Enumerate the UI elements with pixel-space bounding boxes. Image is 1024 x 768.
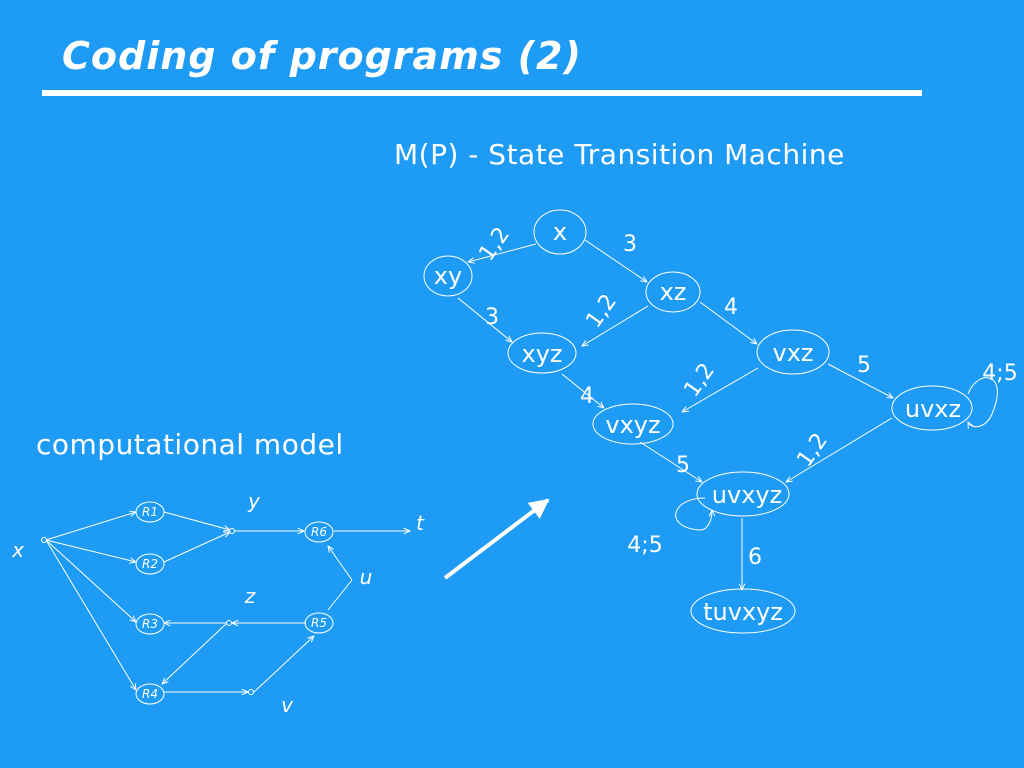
var-t: t [416,511,425,535]
edge-label-vxz-vxyz: 1,2 [679,359,720,402]
state-vxz: vxz [772,339,813,367]
edge-label-uvxz-uvxyz: 1,2 [792,429,833,472]
loop-uvxz [968,377,998,427]
state-xyz-node [507,332,577,374]
edge-label-uvxyz-tuvxyz: 6 [748,545,762,570]
edge-xz-xyz [582,305,649,346]
edge-x-xz [584,239,647,282]
node-r6 [304,521,334,543]
var-u: u [360,565,373,589]
node-r5 [304,612,334,634]
edge-vxz-uvxz [827,363,893,398]
edge-x-r2 [45,539,136,562]
state-vxyz-node [592,403,674,445]
state-tuvxyz-node [690,588,796,634]
big-arrow-icon [443,498,550,580]
computational-model-network [41,501,411,705]
edge-x-r1 [45,512,136,541]
state-xy-node [423,255,473,297]
node-r3-label: R3 [142,617,158,631]
node-r2-label: R2 [142,557,158,571]
title-underline [42,90,922,96]
edge-xyz-vxyz [561,373,604,408]
edge-x-xy [468,243,537,262]
var-z: z [244,584,256,608]
edge-label-xyz-vxyz: 4 [580,384,594,409]
state-uvxyz: uvxyz [712,481,782,509]
state-uvxz-node [891,385,973,431]
edge-uvxz-uvxyz [786,417,893,482]
state-uvxz: uvxz [905,395,961,423]
state-xy: xy [434,262,462,290]
var-x: x [11,538,24,562]
junction-z [226,620,232,626]
state-xyz: xyz [521,340,562,368]
edge-vxz-vxyz [682,367,759,412]
state-transition-machine [423,209,998,634]
state-xz-node [645,271,701,313]
diagram-subtitle: M(P) - State Transition Machine [394,138,845,171]
node-r3 [135,613,165,635]
node-r2 [135,553,165,575]
edge-z-r4 [162,623,227,684]
var-v: v [281,693,294,717]
junction-x [41,537,47,543]
edge-v-r5 [253,636,314,693]
edge-label-x-xz: 3 [623,232,637,257]
state-tuvxyz: tuvxyz [703,598,783,626]
state-uvxyz-node [696,471,790,517]
state-x: x [553,218,567,246]
junction-v [248,689,254,695]
node-r1 [135,501,165,523]
node-r6-label: R6 [311,525,327,539]
edge-label-xz-vxz: 4 [724,295,738,320]
node-r4 [135,683,165,705]
edge-vxyz-uvxyz [639,441,702,482]
node-r4-label: R4 [142,687,158,701]
computational-model-label: computational model [36,428,344,461]
state-xz: xz [660,278,687,306]
junction-y [229,528,235,534]
edge-label-vxyz-uvxyz: 5 [676,453,690,478]
edge-label-x-xy: 1,2 [474,223,515,266]
state-vxyz: vxyz [605,411,660,439]
edge-u-r6 [328,546,353,581]
state-vxz-node [756,329,830,375]
loop-uvxyz [675,497,712,531]
edge-r1-y [163,511,230,530]
edge-label-uvxyz-loop: 4;5 [627,533,662,558]
edge-xz-vxz [699,301,757,344]
state-x-node [533,209,587,255]
edge-r2-y [163,532,230,563]
edge-xy-xyz [457,297,512,342]
node-r1-label: R1 [142,505,158,519]
edge-label-uvxz-loop: 4;5 [982,361,1017,386]
page-title: Coding of programs (2) [62,34,582,78]
node-r5-label: R5 [311,616,327,630]
edge-label-xy-xyz: 3 [485,305,499,330]
edge-x-r3 [45,539,136,622]
edge-label-xz-xyz: 1,2 [581,290,622,333]
edge-label-vxz-uvxz: 5 [857,353,871,378]
var-y: y [247,489,261,513]
edge-x-r4 [45,539,136,690]
edge-r5-u [327,579,353,611]
